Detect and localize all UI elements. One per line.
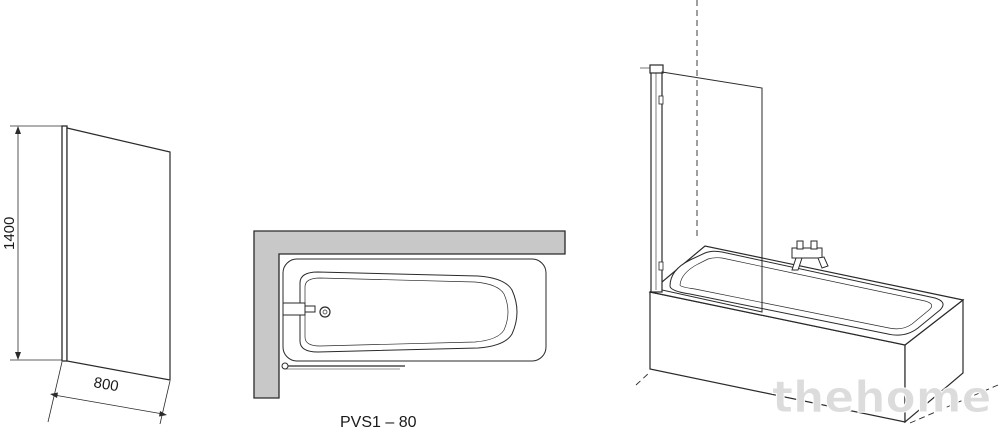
screen-hinge [281,362,289,370]
panel-elevation [10,125,171,425]
screen-hinge-bottom [658,261,664,271]
floor-line-left [635,371,651,386]
watermark-text: thehome [772,372,991,423]
bathtub-inner-basin [304,277,509,347]
floor-line-right [909,384,999,424]
bath-faucet [791,240,829,271]
drain [319,306,331,318]
perspective-view [635,0,999,424]
width-label: 800 [92,374,120,395]
drain-inner [322,309,328,315]
plan-view [253,230,566,399]
bathtub-basin [299,271,518,353]
height-label: 1400 [1,217,18,250]
height-arrow-bottom [15,352,21,360]
glass-panel [66,127,171,381]
width-dimension-line [53,394,164,415]
screen-glass [661,71,763,313]
tub-basin-outer [669,250,944,336]
width-extension-right [159,380,171,425]
faucet-body [282,302,306,316]
faucet-spout [304,305,316,313]
tub-basin-inner [679,257,933,330]
screen-hinge-top [658,95,664,105]
width-extension-left [47,361,63,423]
width-arrow-left [50,392,58,398]
wall-section [253,230,566,399]
model-label: PVS1 – 80 [340,414,417,431]
width-arrow-right [159,411,167,417]
panel-profile [61,125,68,362]
height-arrow-top [15,126,21,134]
screen-profile-cap [649,64,664,74]
